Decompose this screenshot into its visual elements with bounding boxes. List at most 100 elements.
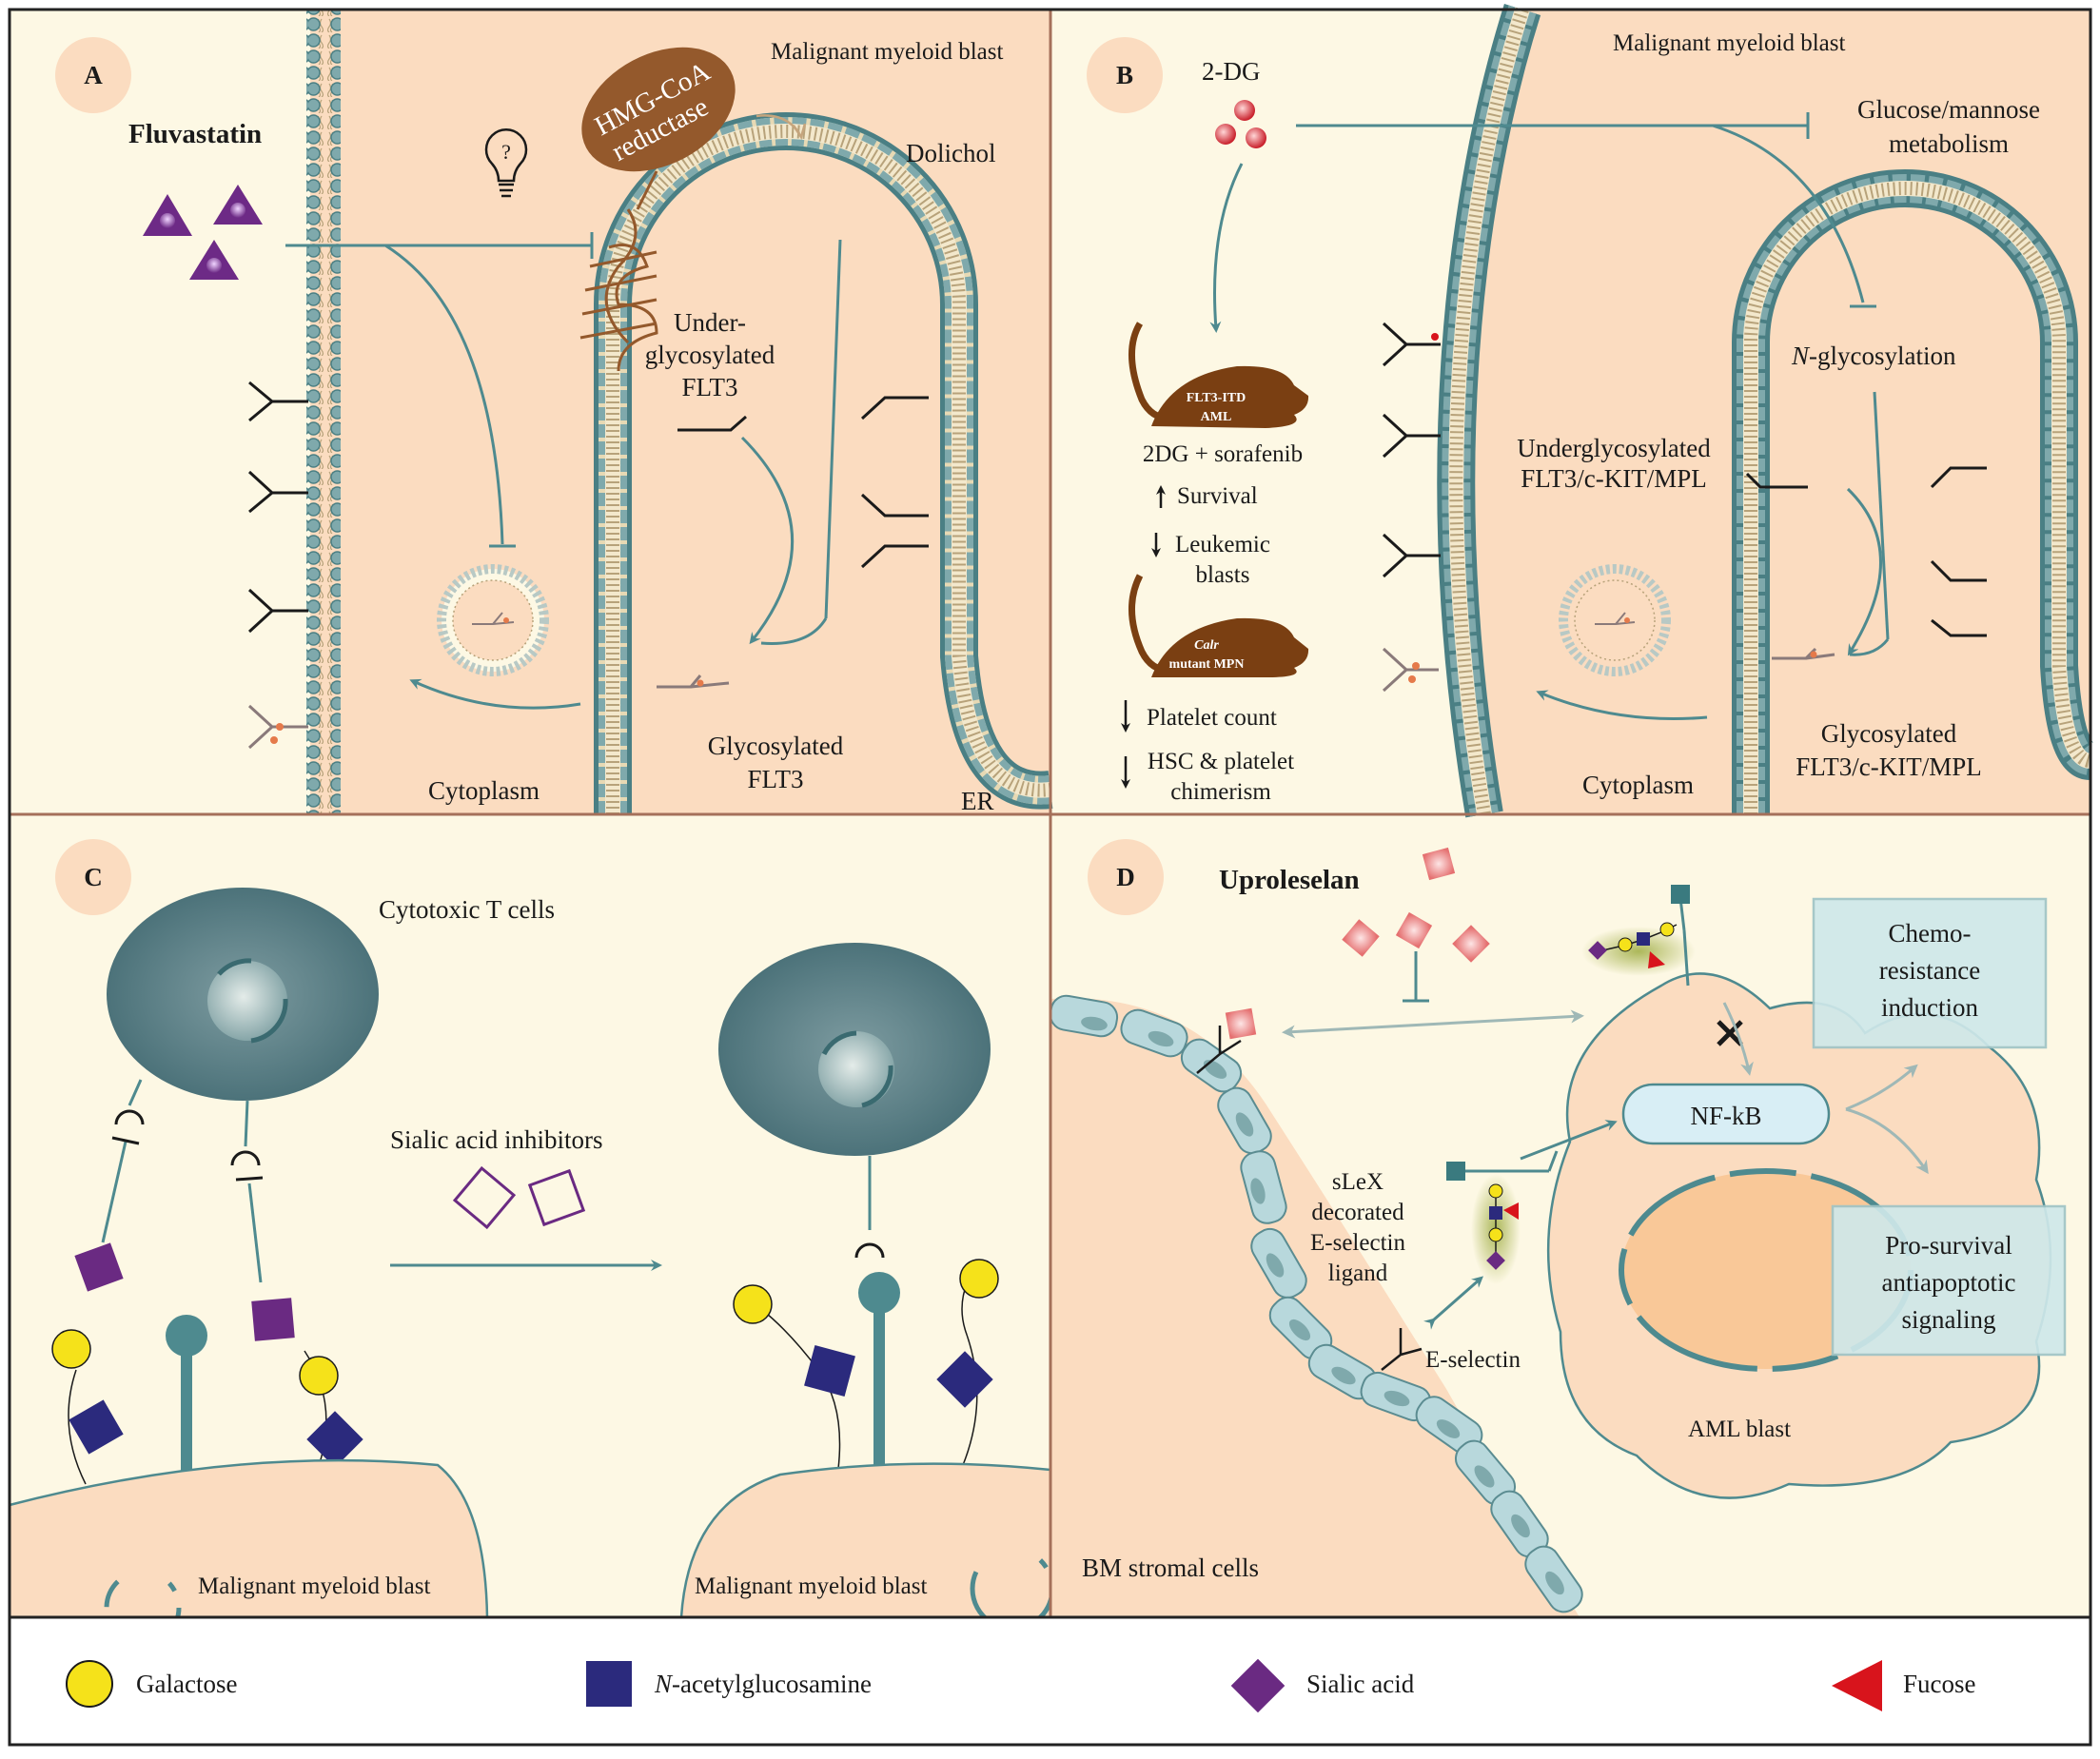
inhibition-to-vesicle xyxy=(384,244,504,545)
glycosylated-flt3-er-a xyxy=(657,674,730,689)
underglyco-a-line1: Under- xyxy=(674,308,746,337)
fluvastatin-molecules xyxy=(143,185,263,280)
nfkb-box xyxy=(1621,1083,1831,1145)
er-receptors-b xyxy=(1745,466,1987,637)
mouse-calr-mpn xyxy=(1129,574,1309,677)
metab-line2: metabolism xyxy=(1889,129,2009,158)
panel-a-badge xyxy=(55,37,131,113)
blast-right-label: Malignant myeloid blast xyxy=(695,1573,927,1599)
slex-line1: sLeX xyxy=(1332,1169,1384,1195)
metab-line1: Glucose/mannose xyxy=(1857,95,2040,124)
panel-c-badge-label: C xyxy=(84,863,103,891)
blast-right-cell xyxy=(679,1462,1052,1619)
slex-line3: E-selectin xyxy=(1310,1230,1405,1256)
mouse2-line1: Calr xyxy=(1194,638,1219,653)
glycosylated-receptor-er-b xyxy=(1772,647,1835,660)
panel-d-badge xyxy=(1088,839,1164,915)
fluvastatin-label: Fluvastatin xyxy=(128,119,262,149)
mouse1-line2: AML xyxy=(1201,410,1232,424)
signal-arrow-top xyxy=(1722,1002,1754,1076)
blast-left-label: Malignant myeloid blast xyxy=(198,1573,430,1599)
sialic-inhibitor-icons xyxy=(452,1165,586,1230)
legend: Galactose N-acetylglucosamine Sialic aci… xyxy=(8,1615,2092,1747)
2dg-label: 2-DG xyxy=(1202,57,1261,86)
leuk-line2: blasts xyxy=(1196,562,1250,588)
vertical-arrow-b xyxy=(1873,391,1890,640)
legend-glcnac: N-acetylglucosamine xyxy=(654,1670,872,1698)
nglyco-b-prefix: N xyxy=(1791,342,1811,370)
svg-text:?: ? xyxy=(501,140,511,164)
glyco-b-line2: FLT3/c-KIT/MPL xyxy=(1796,752,1982,781)
survival-label: Survival xyxy=(1177,483,1258,509)
eselectin-lower xyxy=(1381,1328,1423,1371)
legend-galactose-icon xyxy=(66,1660,113,1708)
cytoplasm-a-label: Cytoplasm xyxy=(428,776,540,805)
nfkb-label: NF-kB xyxy=(1690,1102,1761,1130)
legend-sialic: Sialic acid xyxy=(1306,1670,1415,1698)
chemo-line2: resistance xyxy=(1879,956,1980,985)
legend-sialic-icon xyxy=(1230,1658,1286,1713)
glyco-a-line2: FLT3 xyxy=(747,765,803,793)
chemo-line1: Chemo- xyxy=(1889,919,1972,948)
panel-b-badge-label: B xyxy=(1116,61,1133,89)
arrow-to-chemo xyxy=(1845,1064,1918,1111)
receptor-b-dot xyxy=(1431,333,1439,341)
arrow-to-prosurvival xyxy=(1845,1107,1929,1175)
slex-ligand-lower xyxy=(1446,1150,1559,1284)
eselectin-label: E-selectin xyxy=(1425,1347,1521,1373)
panel-b: B 2-DG Malignant myeloid blast Glucose/m… xyxy=(1087,3,2096,818)
dolichol-arrow-a xyxy=(824,239,842,619)
stromal-cell-nuclei xyxy=(1081,1016,1564,1595)
underglyco-b-line1: Underglycosylated xyxy=(1517,434,1711,462)
er-receptors-a xyxy=(860,396,929,569)
glycans-right-blast xyxy=(733,1259,999,1477)
panel-a-cell-label: Malignant myeloid blast xyxy=(771,39,1003,65)
panel-a-badge-label: A xyxy=(84,61,103,89)
legend-galactose: Galactose xyxy=(136,1670,237,1698)
binding-double-arrow xyxy=(1282,1009,1584,1039)
legend-fucose-icon xyxy=(1832,1660,1882,1711)
folding-arrow-b xyxy=(1846,487,1882,656)
dolichol-label: Dolichol xyxy=(906,139,996,167)
inhibitors-label: Sialic acid inhibitors xyxy=(390,1125,602,1154)
nglyco-inhibition xyxy=(1712,124,1865,303)
legend-glcnac-prefix: N xyxy=(654,1670,674,1698)
2dg-to-mouse-arrow xyxy=(1209,163,1244,333)
uproleselan-label: Uproleselan xyxy=(1219,865,1360,895)
prosurv-line2: antiapoptotic xyxy=(1882,1268,2016,1297)
glycosylated-flt3-membrane-a xyxy=(247,704,308,750)
stromal-region xyxy=(1050,998,1580,1617)
flt3-receptors-membrane-b xyxy=(1382,322,1441,578)
legend-fucose: Fucose xyxy=(1903,1670,1976,1698)
glyco-b-line1: Glycosylated xyxy=(1821,719,1957,748)
transport-vesicle-a xyxy=(437,564,549,676)
folding-arrow-a xyxy=(740,436,795,645)
slex-line4: ligand xyxy=(1328,1261,1388,1286)
mouse1-line1: FLT3-ITD xyxy=(1187,391,1246,405)
tcell-left xyxy=(107,888,379,1101)
tcell-left-receptors xyxy=(101,1079,264,1283)
2dg-molecules xyxy=(1215,100,1266,148)
hsc-line2: chimerism xyxy=(1170,779,1271,805)
nglyco-b-rest: -glycosylation xyxy=(1809,342,1956,370)
uproleselan-molecules xyxy=(1342,847,1490,963)
mouse-flt3-itd xyxy=(1129,322,1309,428)
tcell-right-receptor xyxy=(854,1242,885,1259)
underglyco-b-line2: FLT3/c-KIT/MPL xyxy=(1521,464,1707,493)
cytoplasm-b-label: Cytoplasm xyxy=(1582,771,1694,799)
panel-b-badge xyxy=(1087,37,1163,113)
prosurv-line3: signaling xyxy=(1902,1305,1996,1334)
chemo-box xyxy=(1812,897,2048,1049)
panel-d-badge-label: D xyxy=(1116,863,1135,891)
prosurv-line1: Pro-survival xyxy=(1885,1231,2012,1260)
legend-glcnac-icon xyxy=(586,1661,632,1707)
plasma-membrane-a xyxy=(306,10,341,814)
er-label: ER xyxy=(961,787,994,815)
platelet-label: Platelet count xyxy=(1147,705,1277,731)
eselectin-binding-arrow xyxy=(1423,1276,1484,1330)
nfkb-block-x xyxy=(1717,1020,1743,1046)
tcell-right xyxy=(718,943,991,1156)
export-arrow-a xyxy=(409,678,581,710)
transport-vesicle-b xyxy=(1559,564,1671,676)
